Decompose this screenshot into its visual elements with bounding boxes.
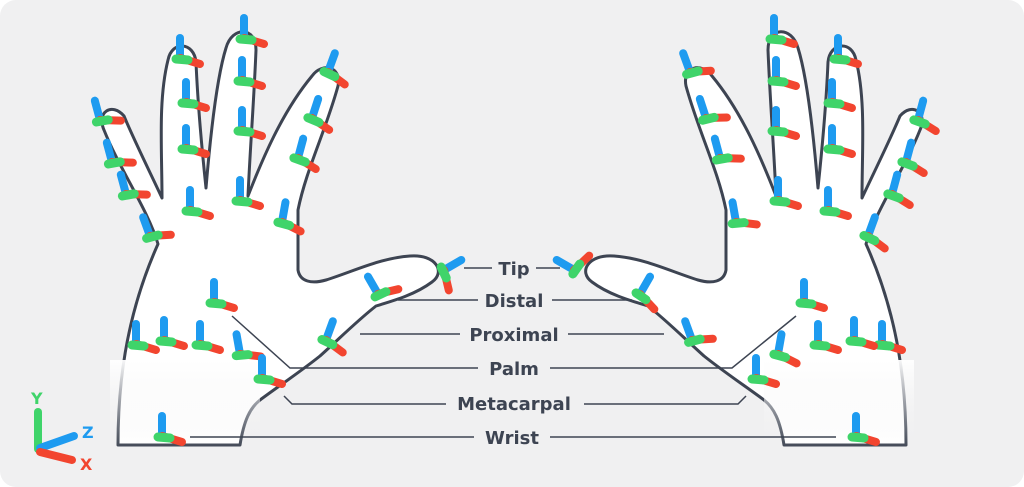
leader-lines — [190, 267, 836, 438]
joint-axis-icon-right-15 — [727, 198, 761, 229]
joint-axis-icon-right-3 — [679, 49, 715, 79]
joint-axis-icon-right-2 — [765, 14, 798, 48]
joint-axis-icon-right-12 — [883, 170, 914, 209]
legend-axis-x-label: X — [80, 455, 93, 474]
joint-axis-icon-left-26 — [153, 412, 186, 446]
joint-axis-icon-left-14 — [231, 176, 264, 210]
joint-axis-icon-right-20 — [809, 320, 842, 354]
joint-axis-icon-right-6 — [767, 56, 800, 90]
joint-axis-icon-left-24 — [364, 272, 403, 302]
joint-axis-icon-left-6 — [233, 56, 266, 90]
right-hand — [584, 30, 924, 450]
joint-axis-icon-left-25 — [436, 256, 466, 295]
joint-axis-icon-right-24 — [631, 272, 659, 314]
joint-axis-icon-right-22 — [747, 354, 780, 388]
joint-axis-icon-right-11 — [710, 134, 745, 165]
joint-axis-icon-left-12 — [116, 170, 151, 201]
joint-axis-icon-left-4 — [90, 96, 125, 127]
joint-axis-icon-left-13 — [181, 186, 214, 220]
joint-axis-icon-right-21 — [769, 330, 801, 368]
joint-axis-icon-left-18 — [127, 320, 160, 354]
leader-palm-left — [231, 315, 478, 369]
joint-axis-icon-left-7 — [303, 94, 334, 134]
leader-metacarpal-right — [584, 395, 747, 405]
joint-axis-icon-right-8 — [897, 138, 928, 177]
joint-axis-icon-right-13 — [819, 186, 852, 220]
joint-axis-icon-right-14 — [769, 176, 802, 210]
joint-axis-icon-left-3 — [319, 49, 349, 89]
joint-axis-icon-left-22 — [253, 354, 286, 388]
label-proximal: Proximal — [469, 325, 558, 346]
joint-axis-icon-left-17 — [205, 278, 238, 312]
label-metacarpal: Metacarpal — [457, 394, 571, 415]
leader-metacarpal-left — [283, 395, 446, 405]
joint-axis-icon-right-1 — [829, 34, 862, 68]
legend-axis-z-icon — [36, 432, 78, 452]
joint-axis-icon-left-2 — [235, 14, 268, 48]
label-distal: Distal — [485, 291, 544, 312]
label-palm: Palm — [489, 359, 539, 380]
joint-axis-icon-right-7 — [695, 94, 731, 125]
joint-axis-icon-right-25 — [552, 251, 594, 279]
joint-axis-icon-right-19 — [845, 316, 878, 350]
label-tip: Tip — [498, 259, 529, 280]
joint-axis-icon-right-17 — [795, 278, 828, 312]
axis-legend: Y Z X — [30, 389, 94, 474]
joint-axis-icon-left-10 — [233, 106, 266, 140]
joint-markers — [90, 14, 940, 446]
joint-axis-icon-right-4 — [909, 96, 940, 135]
joint-axis-icon-right-23 — [681, 317, 717, 347]
legend-axis-x-icon — [36, 448, 76, 464]
joint-axis-icon-left-16 — [139, 213, 175, 243]
joint-axis-icon-right-16 — [859, 213, 889, 253]
joint-axis-icon-right-10 — [767, 106, 800, 140]
joint-labels: Tip Distal Proximal Palm Metacarpal Wris… — [457, 259, 571, 449]
joint-axis-icon-left-15 — [273, 198, 305, 236]
legend-axis-z-label: Z — [82, 423, 94, 442]
joint-axis-icon-left-9 — [177, 124, 210, 158]
joint-axis-icon-left-8 — [102, 138, 137, 169]
leader-palm-right — [550, 315, 797, 369]
joint-axis-icon-right-5 — [823, 78, 856, 112]
joint-axis-icon-right-9 — [823, 124, 856, 158]
joint-axis-icon-right-18 — [873, 320, 906, 354]
joint-axis-icon-left-1 — [171, 34, 204, 68]
joint-axis-icon-left-20 — [191, 320, 224, 354]
joint-axis-icon-left-21 — [231, 330, 265, 361]
joint-axis-icon-left-19 — [155, 316, 188, 350]
legend-axis-y-label: Y — [30, 389, 43, 408]
right-hand-outline — [584, 30, 924, 447]
joint-axis-icon-left-11 — [289, 134, 320, 173]
label-wrist: Wrist — [485, 428, 539, 449]
joint-axis-icon-right-26 — [847, 412, 880, 446]
joint-axis-icon-left-23 — [317, 317, 347, 357]
left-wrist-fade — [110, 360, 260, 450]
joint-axis-icon-left-5 — [177, 78, 210, 112]
right-wrist-fade — [764, 360, 914, 450]
